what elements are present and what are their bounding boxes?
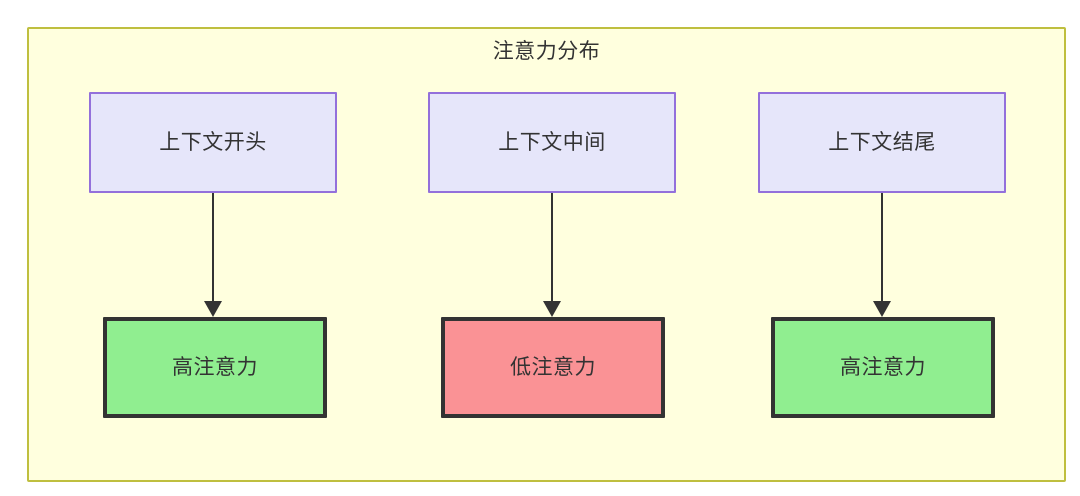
node-context-start[interactable]: 上下文开头 [89, 92, 337, 193]
node-label: 高注意力 [840, 355, 926, 379]
node-context-middle[interactable]: 上下文中间 [428, 92, 676, 193]
node-attention-high-start[interactable]: 高注意力 [103, 317, 327, 418]
node-attention-low-middle[interactable]: 低注意力 [441, 317, 665, 418]
subgraph-title: 注意力分布 [492, 40, 601, 63]
node-label: 上下文开头 [159, 130, 267, 154]
node-label: 上下文结尾 [828, 130, 936, 154]
node-label: 上下文中间 [498, 130, 606, 154]
node-label: 高注意力 [172, 355, 258, 379]
node-attention-high-end[interactable]: 高注意力 [771, 317, 995, 418]
node-context-end[interactable]: 上下文结尾 [758, 92, 1006, 193]
node-label: 低注意力 [510, 355, 596, 379]
